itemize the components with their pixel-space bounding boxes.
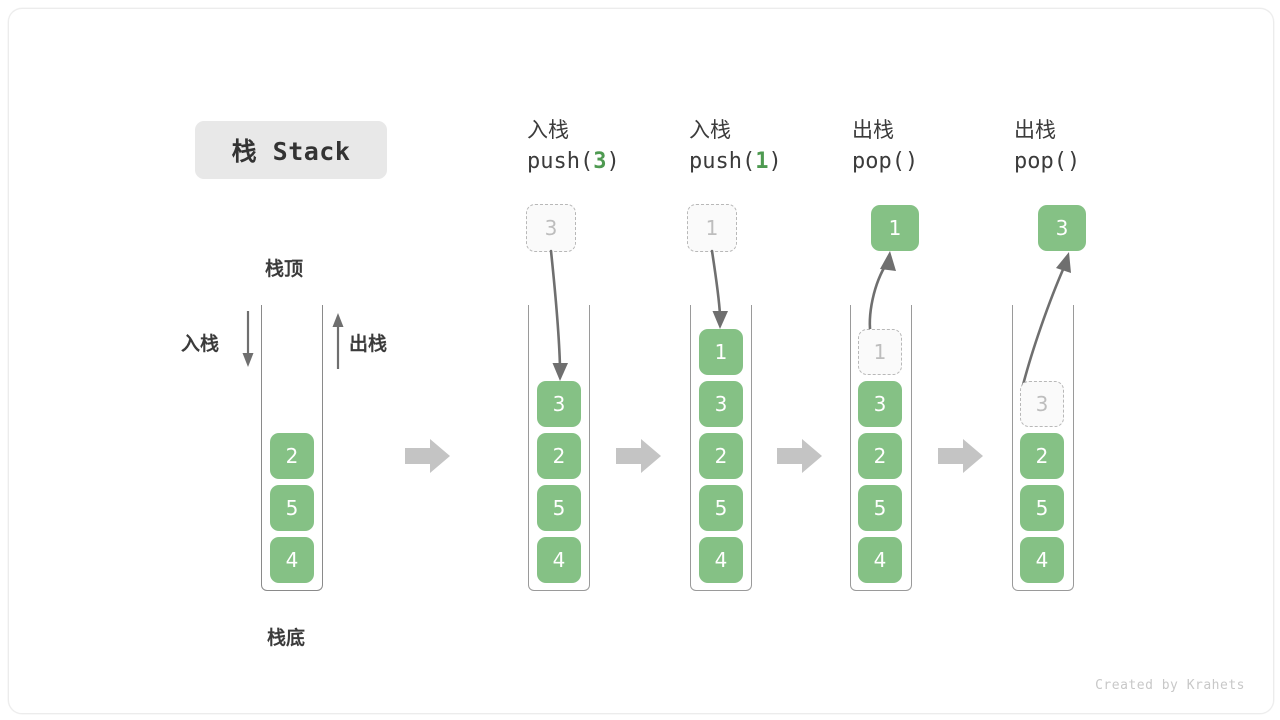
column-head-call: push(1) (689, 149, 782, 174)
stack-cell: 4 (699, 537, 743, 583)
stack-cell: 2 (858, 433, 902, 479)
stack-cell: 3 (537, 381, 581, 427)
stack-cell: 2 (270, 433, 314, 479)
column-head-operation: 出栈 (852, 118, 894, 142)
transition-arrow-icon (405, 439, 450, 473)
column-head-call: pop() (852, 149, 919, 174)
popped-slot-ghost: 1 (858, 329, 902, 375)
column-head-call: push(3) (527, 149, 620, 174)
title-badge: 栈 Stack (195, 121, 387, 179)
stack-cell: 4 (1020, 537, 1064, 583)
stack-top-label: 栈顶 (265, 258, 304, 280)
column-head-call: pop() (1014, 149, 1081, 174)
transition-arrow-icon (616, 439, 661, 473)
diagram-canvas: 栈 Stack 栈顶 栈底 入栈 出栈 2 5 4 入栈 push(3) 3 3… (8, 8, 1274, 714)
stack-cell: 1 (699, 329, 743, 375)
column-head-operation: 出栈 (1014, 118, 1056, 142)
column-head-operation: 入栈 (527, 118, 569, 142)
stack-cell: 2 (699, 433, 743, 479)
column-head-push-3: 入栈 push(3) (527, 115, 697, 179)
push-direction-arrow-icon (242, 311, 254, 367)
stack-cell: 3 (699, 381, 743, 427)
transition-arrow-icon (938, 439, 983, 473)
incoming-element-ghost: 1 (687, 204, 737, 252)
stack-cell: 2 (537, 433, 581, 479)
credit-footer: Created by Krahets (1095, 678, 1245, 693)
stack-cell: 4 (537, 537, 581, 583)
column-head-pop-1: 出栈 pop() (852, 115, 1022, 179)
incoming-element-ghost: 3 (526, 204, 576, 252)
stack-frame-pop-2 (1012, 305, 1074, 591)
stack-frame-push-1 (690, 305, 752, 591)
popped-element: 3 (1038, 205, 1086, 251)
popped-element: 1 (871, 205, 919, 251)
stack-cell: 4 (270, 537, 314, 583)
stack-cell: 5 (1020, 485, 1064, 531)
stack-bottom-label: 栈底 (267, 627, 306, 649)
stack-cell: 5 (699, 485, 743, 531)
transition-arrow-icon (777, 439, 822, 473)
stack-cell: 5 (270, 485, 314, 531)
stack-cell: 3 (858, 381, 902, 427)
popped-slot-ghost: 3 (1020, 381, 1064, 427)
stack-cell: 2 (1020, 433, 1064, 479)
stack-frame-push-3 (528, 305, 590, 591)
column-head-operation: 入栈 (689, 118, 731, 142)
column-head-pop-2: 出栈 pop() (1014, 115, 1184, 179)
stack-frame-pop-1 (850, 305, 912, 591)
stack-frame-initial (261, 305, 323, 591)
column-head-push-1: 入栈 push(1) (689, 115, 859, 179)
push-direction-label: 入栈 (181, 333, 220, 355)
stack-cell: 5 (537, 485, 581, 531)
pop-direction-arrow-icon (332, 313, 344, 369)
stack-cell: 4 (858, 537, 902, 583)
stack-cell: 5 (858, 485, 902, 531)
pop-direction-label: 出栈 (349, 333, 388, 355)
